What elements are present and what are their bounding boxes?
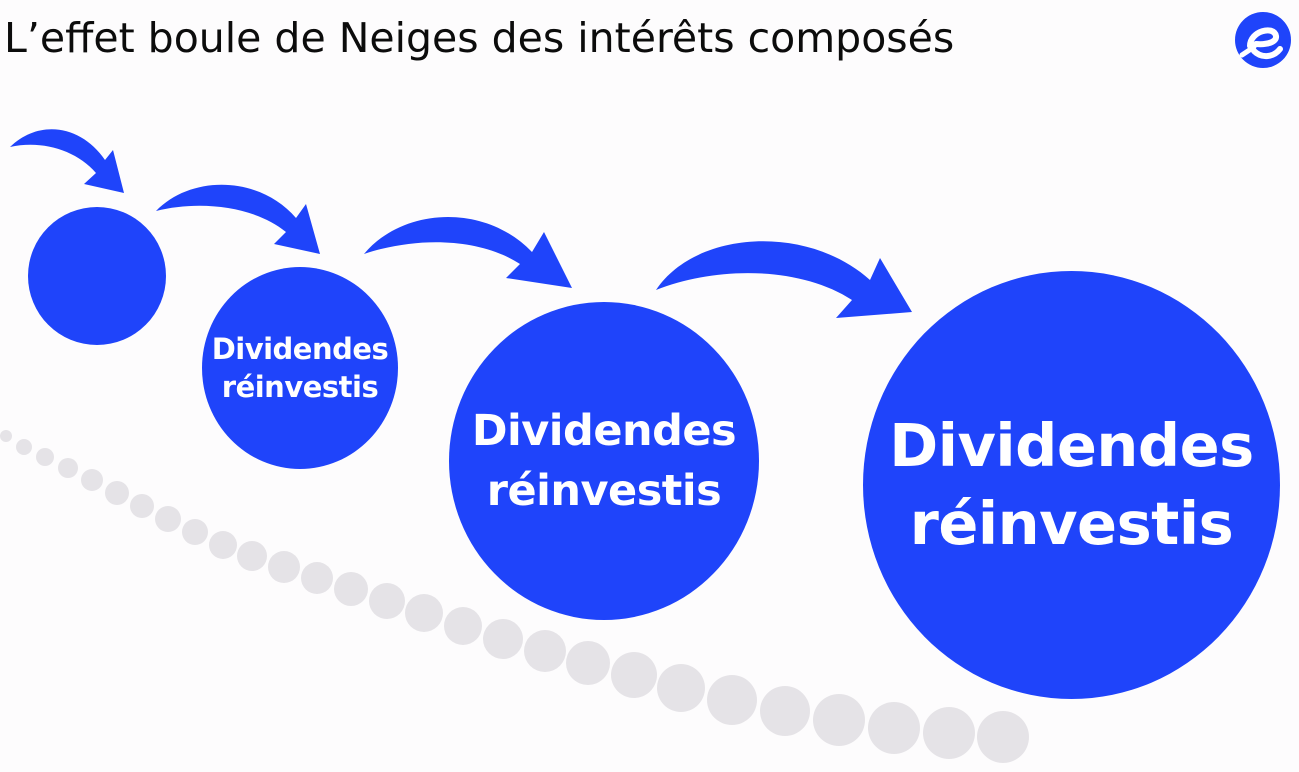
arrow-1-icon — [10, 129, 124, 193]
snowball-2: Dividendes réinvestis — [202, 267, 398, 469]
snowball-4: Dividendes réinvestis — [863, 271, 1280, 699]
arrow-2-icon — [156, 184, 320, 254]
ball-3-line-2: réinvestis — [486, 466, 722, 516]
ball-3-line-1: Dividendes — [471, 406, 737, 456]
arrow-3-icon — [364, 216, 572, 288]
page-title: L’effet boule de Neiges des intérêts com… — [4, 14, 955, 62]
e-logo-icon — [1235, 12, 1291, 68]
arrow-4-icon — [656, 241, 912, 318]
ball-2-line-1: Dividendes — [211, 332, 389, 366]
snowball-1 — [28, 207, 166, 345]
ball-4-line-2: réinvestis — [909, 489, 1234, 558]
ball-4-line-1: Dividendes — [889, 411, 1254, 480]
snowball-3: Dividendes réinvestis — [449, 302, 759, 620]
ball-2-line-2: réinvestis — [221, 370, 379, 404]
